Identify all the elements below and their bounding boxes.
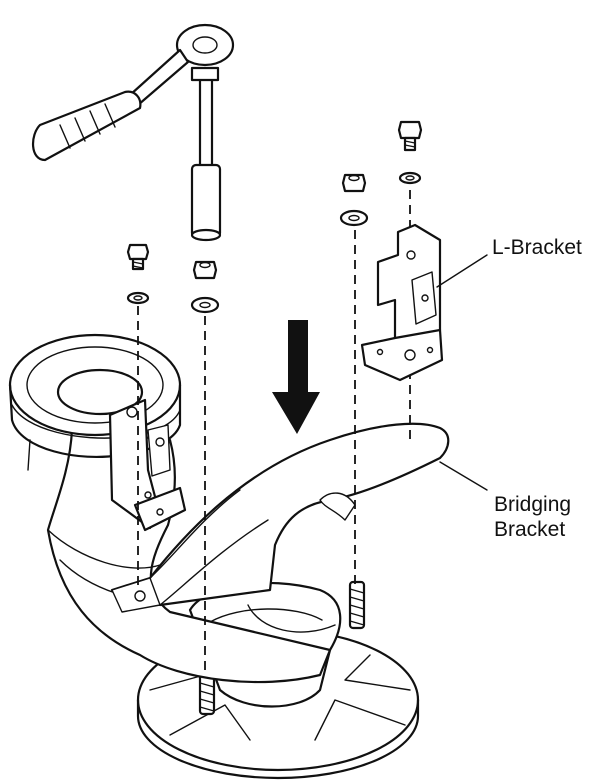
bolt-left [126, 243, 150, 271]
washer-left [126, 291, 150, 305]
left-l-bracket [108, 398, 187, 532]
ratchet-wrench-icon [32, 23, 235, 242]
l-bracket-label: L-Bracket [492, 236, 582, 259]
bridging-bracket [110, 422, 450, 613]
washer-right-small [398, 171, 422, 185]
bridging-bracket-label-line2: Bracket [494, 518, 566, 541]
bridging-bracket-label-line1: Bridging [494, 493, 572, 516]
washer-center [190, 296, 220, 314]
bolt-right [397, 120, 423, 152]
right-l-bracket [360, 223, 444, 382]
stud-right [348, 580, 366, 630]
bridging-bracket-leader [439, 461, 488, 491]
washer-right-large [339, 209, 369, 227]
l-bracket-leader [436, 254, 488, 288]
down-arrow-icon [272, 320, 320, 434]
nut-center [192, 260, 218, 280]
nut-right [341, 173, 367, 193]
